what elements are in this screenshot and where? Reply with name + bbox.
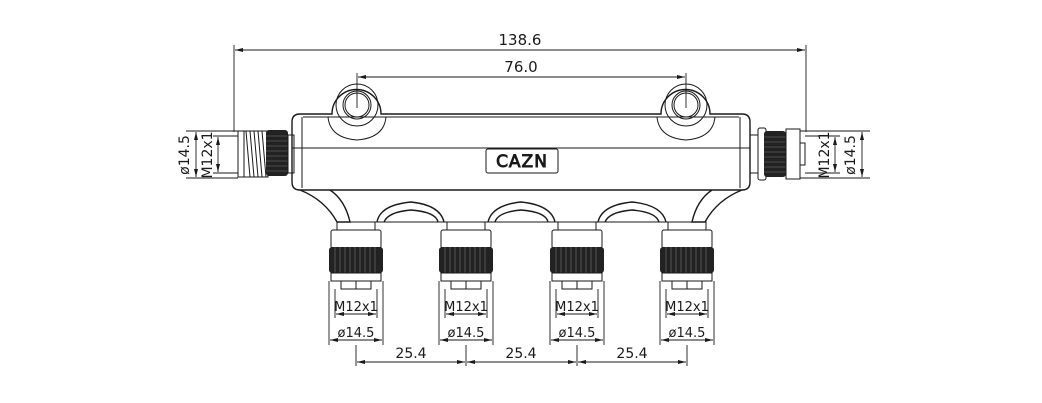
bottom-port-2 <box>438 221 494 290</box>
bottom-port-4 <box>659 221 715 290</box>
bottom-port-2-diameter-label: ø14.5 <box>448 326 485 341</box>
svg-text:CAZN: CAZN <box>496 152 548 172</box>
bottom-port-2-dimensions: M12x1 ø14.5 <box>438 281 494 345</box>
mount-hole-spacing-dimension: 76.0 <box>356 58 687 108</box>
bottom-port-3 <box>549 221 605 290</box>
bottom-port-3-thread-label: M12x1 <box>555 300 599 315</box>
mount-hole-spacing-label: 76.0 <box>504 58 537 76</box>
bottom-port-2-thread-label: M12x1 <box>444 300 488 315</box>
bottom-port-1-dimensions: M12x1 ø14.5 <box>328 281 384 345</box>
left-port-thread-label: M12x1 <box>200 131 216 178</box>
distributor-body: CAZN <box>291 83 751 223</box>
mounting-hole-right <box>664 83 708 127</box>
bottom-port-4-dimensions: M12x1 ø14.5 <box>659 281 715 345</box>
port-pitch-label-1: 25.4 <box>395 346 426 362</box>
port-pitch-label-2: 25.4 <box>505 346 536 362</box>
left-port-diameter-label: ø14.5 <box>177 135 193 175</box>
brand-logo: CAZN <box>485 148 559 174</box>
bottom-port-1-thread-label: M12x1 <box>334 300 378 315</box>
bottom-port-3-dimensions: M12x1 ø14.5 <box>549 281 605 345</box>
left-port-male <box>237 129 295 178</box>
right-port-dimensions: M12x1 ø14.5 <box>800 130 870 179</box>
bottom-port-3-diameter-label: ø14.5 <box>559 326 596 341</box>
bottom-port-1-diameter-label: ø14.5 <box>338 326 375 341</box>
right-port-female <box>749 127 806 181</box>
mounting-hole-left <box>335 83 379 127</box>
port-pitch-dimensions: 25.4 25.4 25.4 <box>355 345 688 366</box>
bottom-port-1 <box>328 221 384 290</box>
overall-length-dimension: 138.6 <box>233 31 807 132</box>
right-port-thread-label: M12x1 <box>817 131 833 178</box>
port-pitch-label-3: 25.4 <box>616 346 647 362</box>
bottom-port-4-diameter-label: ø14.5 <box>669 326 706 341</box>
bottom-port-4-thread-label: M12x1 <box>665 300 709 315</box>
right-port-diameter-label: ø14.5 <box>843 135 859 175</box>
overall-length-label: 138.6 <box>499 31 542 49</box>
left-port-dimensions: ø14.5 M12x1 <box>177 130 238 179</box>
